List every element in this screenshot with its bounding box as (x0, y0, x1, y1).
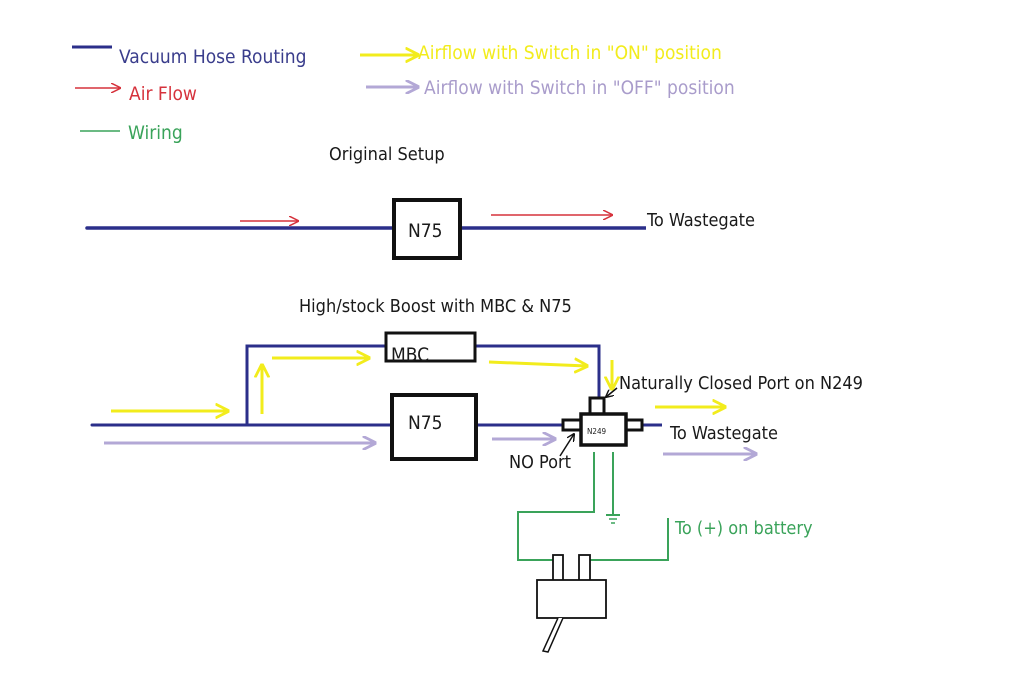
legend-label-off: Airflow with Switch in "OFF" position (424, 77, 735, 99)
switch-lever (541, 617, 564, 653)
vacuum-hoses (90, 344, 662, 427)
wastegate-label-original: To Wastegate (646, 210, 755, 231)
n249-nc-port (588, 396, 606, 416)
no-port-label: NO Port (509, 452, 571, 473)
n249-no-port (561, 418, 583, 432)
n75-label-original: N75 (408, 220, 443, 242)
n75-label: N75 (408, 412, 443, 434)
on-arrow-from-mbc (488, 362, 587, 366)
legend: Vacuum Hose Routing Air Flow Wiring Airf… (72, 42, 735, 144)
legend-item-on: Airflow with Switch in "ON" position (360, 42, 722, 64)
on-airflow-arrows (111, 358, 725, 414)
legend-item-wiring: Wiring (80, 122, 183, 144)
ground-icon (606, 514, 620, 524)
n249-body (579, 412, 628, 447)
legend-label-on: Airflow with Switch in "ON" position (418, 42, 722, 64)
battery-label: To (+) on battery (674, 518, 813, 539)
wire-to-switch (517, 452, 595, 561)
n75-valve (390, 393, 478, 461)
toggle-switch (536, 554, 607, 653)
legend-item-airflow: Air Flow (75, 83, 197, 105)
n75-valve-original (392, 198, 462, 260)
mbc-label: MBC (391, 344, 429, 366)
switch-terminal-left (552, 554, 564, 582)
switch-body (536, 579, 607, 619)
nc-port-pointer-arrow (606, 387, 618, 397)
mbc-out-line (475, 344, 601, 400)
wiring: To (+) on battery (517, 452, 813, 561)
switch-terminal-right (578, 554, 591, 582)
mbc-valve (384, 331, 477, 363)
n249-label: N249 (587, 427, 607, 436)
legend-item-vacuum: Vacuum Hose Routing (72, 45, 306, 68)
legend-label-airflow: Air Flow (129, 83, 197, 105)
legend-label-wiring: Wiring (128, 122, 183, 144)
mbc-branch-line (245, 344, 386, 425)
legend-item-off: Airflow with Switch in "OFF" position (366, 77, 735, 99)
original-setup: Original Setup N75 To Wastegate (85, 144, 755, 260)
modified-setup: High/stock Boost with MBC & N75 MBC N75 … (90, 296, 863, 653)
off-airflow-arrows (104, 439, 756, 454)
wastegate-label-modified: To Wastegate (669, 423, 778, 444)
wire-to-battery (588, 518, 669, 561)
original-setup-title: Original Setup (329, 144, 445, 165)
no-port-pointer-arrow (559, 434, 574, 457)
n249-out-port (624, 418, 644, 432)
modified-setup-title: High/stock Boost with MBC & N75 (299, 296, 572, 317)
nc-port-label: Naturally Closed Port on N249 (619, 373, 863, 394)
n249-valve: N249 (561, 396, 644, 447)
legend-label-vacuum: Vacuum Hose Routing (119, 46, 306, 68)
